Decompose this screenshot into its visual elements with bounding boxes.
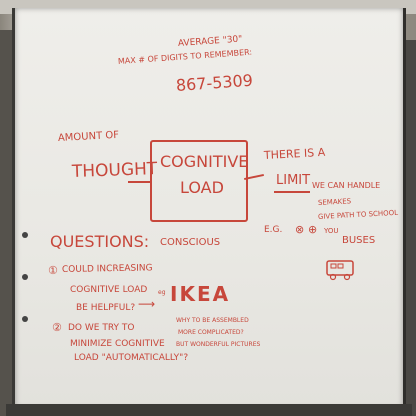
ikea-note-1: WHY TO BE ASSEMBLED <box>176 317 249 324</box>
magnet <box>22 274 28 280</box>
cognitive-load-box <box>150 140 248 222</box>
gear-icon: ⊗ <box>295 223 305 236</box>
q1-line3: BE HELPFUL? <box>76 303 136 313</box>
limit-underline <box>274 191 310 193</box>
gear-icon: ⊕ <box>308 223 318 236</box>
questions-heading: QUESTIONS: <box>50 232 150 251</box>
q2-line2: MINIMIZE COGNITIVE <box>70 339 165 349</box>
magnet <box>22 316 28 322</box>
door-frame-left <box>0 30 12 416</box>
q1-eg: eg <box>158 289 166 296</box>
ikea-note-2: MORE COMPLICATED? <box>178 329 244 336</box>
note-buses: BUSES <box>342 235 376 246</box>
ikea-label: IKEA <box>170 282 231 306</box>
connector-line <box>128 181 150 183</box>
note-you: YOU <box>324 227 339 235</box>
note-eg: E.G. <box>264 225 283 235</box>
board-magnets <box>22 232 30 352</box>
whiteboard <box>12 8 406 408</box>
arrow-right-icon: ⟶ <box>138 297 156 311</box>
note-thought: THOUGHT <box>71 159 158 182</box>
note-there-is-a: THERE IS A <box>263 145 326 162</box>
q2-number: ② <box>52 321 62 334</box>
ikea-note-3: BUT WONDERFUL PICTURES <box>176 341 261 348</box>
magnet <box>22 232 28 238</box>
q1-number: ① <box>48 264 58 277</box>
note-we-can-handle: WE CAN HANDLE <box>312 181 381 190</box>
note-limit: LIMIT <box>276 173 311 188</box>
q1-line2: COGNITIVE LOAD <box>70 285 148 295</box>
box-label-load: LOAD <box>180 178 224 197</box>
q1-line1: COULD INCREASING <box>61 263 153 275</box>
whiteboard-tray <box>6 404 412 416</box>
q2-line3: LOAD "AUTOMATICALLY"? <box>74 353 189 363</box>
box-label-cognitive: COGNITIVE <box>160 152 249 171</box>
note-conscious: CONSCIOUS <box>160 237 221 248</box>
school-bus-icon <box>326 260 354 281</box>
q2-line1: DO WE TRY TO <box>68 323 135 333</box>
